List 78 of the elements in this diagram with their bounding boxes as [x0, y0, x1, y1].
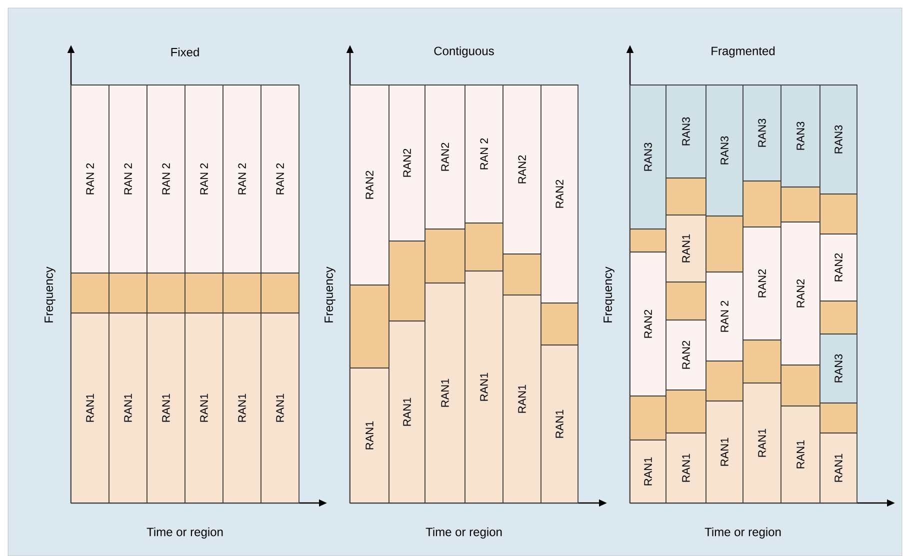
- guard-band: [146, 272, 186, 314]
- guard-band: [184, 272, 224, 314]
- spectrum-block: RAN2: [540, 84, 578, 304]
- spectrum-block: RAN2: [666, 320, 706, 390]
- spectrum-block: RAN3: [820, 334, 858, 404]
- spectrum-block: RAN3: [706, 84, 744, 216]
- spectrum-block: RAN1: [630, 440, 666, 504]
- spectrum-block: RAN 2: [464, 84, 504, 224]
- guard-band: [70, 272, 110, 314]
- axis-label: Time or region: [426, 527, 502, 539]
- guard-band: [820, 402, 858, 434]
- spectrum-block: RAN1: [742, 382, 782, 504]
- guard-band: [820, 300, 858, 334]
- guard-band: [666, 282, 706, 320]
- spectrum-block: RAN1: [540, 344, 578, 504]
- guard-band: [630, 396, 666, 440]
- guard-band: [502, 254, 542, 296]
- guard-band: [666, 178, 706, 216]
- guard-band: [706, 216, 744, 272]
- guard-band: [424, 228, 466, 284]
- spectrum-block: RAN1: [780, 406, 820, 504]
- panel-title: Fixed: [171, 48, 199, 56]
- spectrum-block: RAN1: [666, 432, 706, 504]
- axis-label: Frequency: [604, 266, 614, 322]
- guard-band: [350, 284, 390, 368]
- spectrum-block: RAN1: [424, 282, 466, 504]
- spectrum-block: RAN1: [350, 368, 390, 504]
- spectrum-block: RAN1: [706, 400, 744, 504]
- spectrum-block: RAN 2: [222, 84, 262, 274]
- spectrum-block: RAN2: [630, 252, 666, 396]
- axis-label: Frequency: [44, 266, 56, 322]
- spectrum-block: RAN2: [424, 84, 466, 230]
- guard-band: [540, 302, 578, 346]
- spectrum-block: RAN 2: [108, 84, 148, 274]
- guard-band: [780, 186, 820, 222]
- spectrum-block: RAN1: [70, 312, 110, 504]
- spectrum-block: RAN3: [630, 84, 666, 230]
- spectrum-block: RAN 2: [70, 84, 110, 274]
- spectrum-block: RAN1: [108, 312, 148, 504]
- spectrum-block: RAN2: [388, 84, 426, 242]
- guard-band: [260, 272, 300, 314]
- spectrum-block: RAN3: [780, 84, 820, 188]
- spectrum-block: RAN2: [820, 234, 858, 302]
- spectrum-block: RAN3: [742, 84, 782, 182]
- axis-label: Time or region: [704, 527, 781, 539]
- spectrum-block: RAN1: [184, 312, 224, 504]
- spectrum-block: RAN2: [502, 84, 542, 254]
- spectrum-block: RAN1: [146, 312, 186, 504]
- spectrum-block: RAN 2: [146, 84, 186, 274]
- spectrum-block: RAN1: [464, 270, 504, 504]
- spectrum-block: RAN1: [260, 312, 300, 504]
- spectrum-block: RAN1: [820, 432, 858, 504]
- spectrum-block: RAN 2: [260, 84, 300, 274]
- spectrum-block: RAN2: [350, 84, 390, 286]
- spectrum-block: RAN1: [388, 320, 426, 504]
- panel-title: Contiguous: [434, 46, 494, 58]
- spectrum-block: RAN2: [742, 226, 782, 340]
- spectrum-block: RAN3: [666, 84, 706, 178]
- spectrum-block: RAN1: [502, 294, 542, 504]
- spectrum-block: RAN 2: [706, 272, 744, 362]
- spectrum-block: RAN3: [820, 84, 858, 194]
- axis-label: Frequency: [324, 266, 336, 322]
- panel-title: Fragmented: [712, 46, 775, 58]
- guard-band: [820, 194, 858, 234]
- guard-band: [108, 272, 148, 314]
- guard-band: [706, 360, 744, 402]
- spectrum-block: RAN 2: [184, 84, 224, 274]
- guard-band: [222, 272, 262, 314]
- guard-band: [630, 228, 666, 252]
- guard-band: [742, 340, 782, 384]
- guard-band: [742, 180, 782, 228]
- guard-band: [388, 240, 426, 322]
- guard-band: [464, 222, 504, 272]
- axis-label: Time or region: [146, 527, 223, 539]
- spectrum-block: RAN1: [222, 312, 262, 504]
- guard-band: [666, 390, 706, 434]
- spectrum-block: RAN1: [666, 214, 706, 282]
- guard-band: [780, 364, 820, 406]
